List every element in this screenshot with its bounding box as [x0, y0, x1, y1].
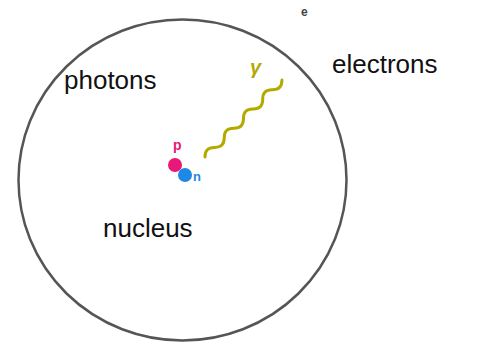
electron-label: electrons — [332, 50, 438, 79]
proton-dot — [168, 158, 182, 172]
neutron-symbol: n — [193, 170, 201, 184]
proton-symbol: p — [173, 138, 182, 153]
electron-symbol: e — [301, 6, 308, 19]
atom-circle: photons nucleus — [17, 18, 348, 342]
region-label: nucleus — [103, 214, 193, 243]
photon-wave-path — [203, 78, 285, 160]
neutron-dot — [178, 168, 192, 182]
atom-outline-ellipse — [19, 20, 347, 341]
photon-wave — [203, 78, 285, 160]
region-label: photons — [64, 66, 157, 95]
gamma-symbol: γ — [250, 56, 261, 78]
